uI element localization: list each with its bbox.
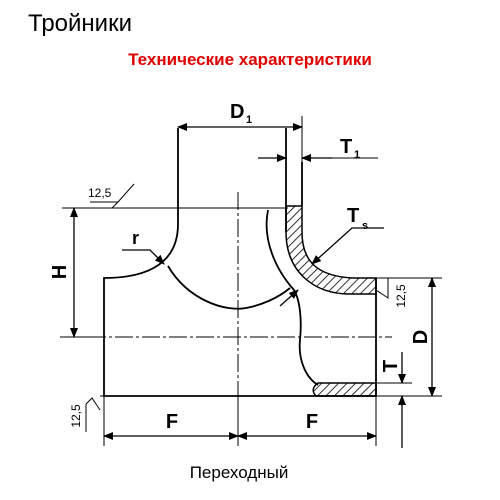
label-f-left: F [166, 411, 178, 433]
wall-hatch-bottom [312, 382, 377, 397]
label-d1-sub: 1 [246, 114, 252, 126]
page-title: Тройники [28, 10, 132, 37]
caption: Переходный [189, 463, 289, 482]
label-r: r [132, 228, 139, 248]
label-t1: T [340, 136, 352, 158]
label-h: H [49, 265, 71, 279]
reference-lines [60, 207, 442, 446]
tee-outline [103, 128, 377, 397]
dim-r-leader [122, 249, 165, 265]
label-roughness-left: 12,5 [69, 404, 83, 428]
label-roughness-top: 12,5 [88, 186, 112, 200]
roughness-symbol-right [375, 278, 389, 299]
page-subtitle: Технические характеристики [128, 50, 372, 69]
label-f-right: F [306, 411, 318, 433]
label-t: T [380, 360, 402, 372]
roughness-symbol-left [85, 397, 101, 432]
label-d1: D [230, 101, 244, 123]
label-ts-sub: s [362, 220, 368, 232]
label-roughness-right: 12,5 [394, 284, 408, 308]
dim-ts-leader [311, 227, 384, 265]
dim-inner-arrow [279, 289, 299, 307]
label-t1-sub: 1 [354, 149, 360, 161]
centerlines [88, 192, 392, 442]
label-ts: T [347, 205, 359, 227]
label-d: D [410, 330, 432, 344]
roughness-symbol-top [90, 183, 135, 209]
